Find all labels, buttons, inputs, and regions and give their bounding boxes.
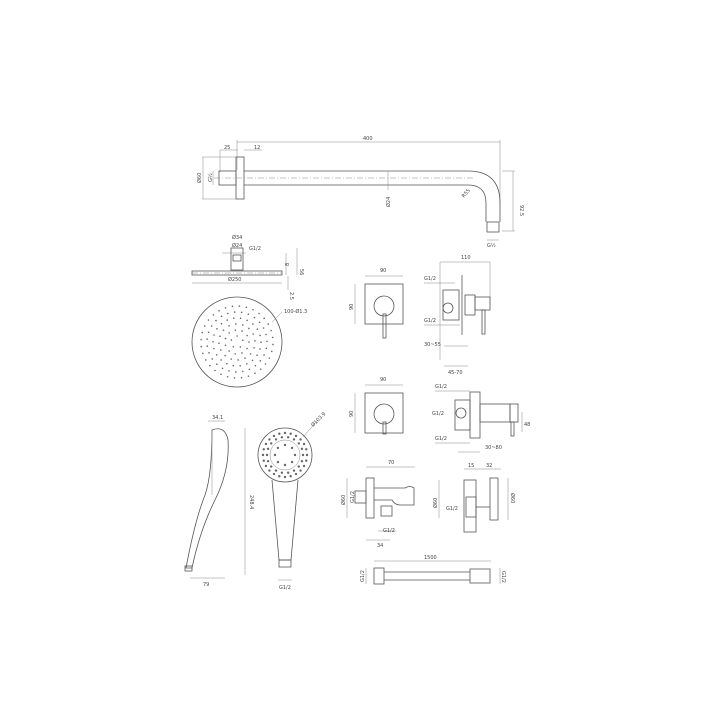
svg-text:G1/2: G1/2 bbox=[446, 506, 458, 512]
svg-text:56: 56 bbox=[298, 269, 304, 275]
svg-text:90: 90 bbox=[349, 304, 355, 310]
svg-text:34.1: 34.1 bbox=[212, 415, 223, 421]
svg-text:Ø250: Ø250 bbox=[228, 276, 241, 283]
svg-text:G1/2: G1/2 bbox=[424, 318, 436, 324]
svg-text:92.5: 92.5 bbox=[518, 205, 524, 216]
svg-text:G1/2: G1/2 bbox=[435, 384, 447, 390]
svg-text:G½: G½ bbox=[487, 242, 496, 249]
svg-text:30~80: 30~80 bbox=[485, 445, 502, 451]
svg-text:Ø24: Ø24 bbox=[232, 242, 242, 249]
svg-text:G1/2: G1/2 bbox=[500, 571, 506, 583]
head-shower-side-drawing: Ø34 Ø24 G1/2 Ø250 8 56 2.5 bbox=[191, 234, 304, 300]
hand-shower-front-drawing: G1/2 Ø103.9 bbox=[257, 411, 327, 591]
svg-text:25: 25 bbox=[224, 145, 230, 151]
svg-text:400: 400 bbox=[363, 136, 373, 142]
svg-text:Ø60: Ø60 bbox=[340, 495, 347, 505]
svg-text:Ø60: Ø60 bbox=[432, 498, 439, 508]
svg-text:48: 48 bbox=[524, 422, 530, 428]
svg-text:90: 90 bbox=[380, 268, 386, 274]
svg-text:Ø34: Ø34 bbox=[232, 234, 242, 241]
svg-text:45-70: 45-70 bbox=[448, 370, 463, 376]
svg-text:70: 70 bbox=[388, 460, 394, 466]
hose-drawing: 1500 G1/2 G1/2 bbox=[360, 555, 506, 585]
svg-text:G1/2: G1/2 bbox=[432, 411, 444, 417]
head-shower-front-drawing: 100-Ø1.3 bbox=[191, 296, 307, 388]
svg-text:90: 90 bbox=[349, 411, 355, 417]
nozzle-pattern bbox=[200, 305, 274, 379]
mixer-1-front-drawing: 90 90 bbox=[349, 268, 404, 339]
svg-text:2.5: 2.5 bbox=[288, 292, 294, 300]
svg-text:G1/2: G1/2 bbox=[350, 491, 356, 503]
svg-text:34: 34 bbox=[377, 543, 383, 549]
mixer-1-side-drawing: 110 G1/2 G1/2 30~55 45-70 bbox=[424, 255, 491, 376]
svg-text:30~55: 30~55 bbox=[424, 342, 441, 348]
svg-text:79: 79 bbox=[203, 582, 209, 588]
svg-text:R55: R55 bbox=[461, 188, 472, 199]
svg-text:G1/2: G1/2 bbox=[435, 436, 447, 442]
svg-text:1500: 1500 bbox=[424, 555, 437, 561]
hand-shower-side-drawing: 34.1 248.4 79 bbox=[184, 415, 254, 588]
svg-text:G1/2: G1/2 bbox=[360, 570, 366, 582]
mixer-2-front-drawing: 90 90 bbox=[349, 377, 404, 435]
svg-text:G1/2: G1/2 bbox=[249, 246, 261, 252]
shower-arm-drawing: 400 25 12 Ø60 G½ Ø24 R55 92.5 G½ bbox=[196, 136, 524, 249]
svg-text:Ø24: Ø24 bbox=[385, 197, 392, 207]
svg-text:15: 15 bbox=[468, 463, 474, 469]
svg-text:8: 8 bbox=[285, 263, 291, 266]
svg-text:90: 90 bbox=[380, 377, 386, 383]
svg-text:Ø60: Ø60 bbox=[509, 493, 516, 503]
svg-text:Ø103.9: Ø103.9 bbox=[309, 411, 327, 429]
hand-shower-nozzles bbox=[261, 431, 309, 479]
svg-text:Ø60: Ø60 bbox=[196, 173, 203, 183]
svg-text:248.4: 248.4 bbox=[248, 495, 254, 509]
svg-text:110: 110 bbox=[461, 255, 471, 261]
mixer-2-side-drawing: G1/2 G1/2 G1/2 30~80 48 bbox=[432, 384, 530, 453]
svg-text:G1/2: G1/2 bbox=[383, 528, 395, 534]
svg-text:G1/2: G1/2 bbox=[279, 585, 291, 591]
svg-text:G1/2: G1/2 bbox=[424, 276, 436, 282]
svg-text:100-Ø1.3: 100-Ø1.3 bbox=[284, 308, 307, 315]
wall-holder-drawing: 15 32 Ø60 G1/2 Ø60 bbox=[432, 463, 516, 533]
svg-text:12: 12 bbox=[254, 145, 260, 151]
svg-text:G½: G½ bbox=[207, 173, 214, 182]
svg-text:32: 32 bbox=[486, 463, 492, 469]
wall-outlet-drawing: 70 Ø60 G1/2 G1/2 34 bbox=[340, 460, 415, 549]
